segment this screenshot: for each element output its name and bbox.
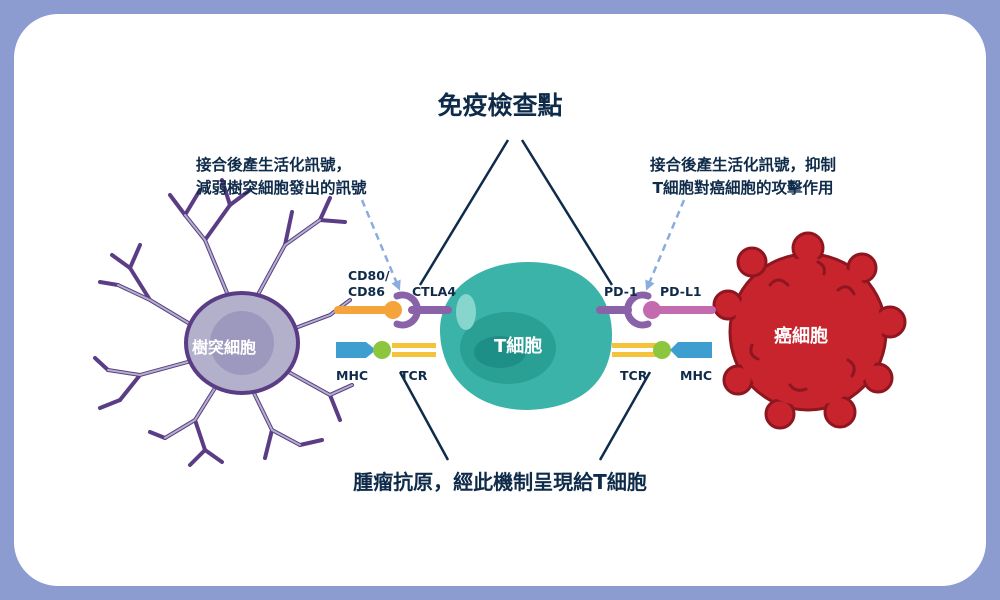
mhc-right-label: MHC <box>680 368 713 383</box>
pdl1-label: PD-L1 <box>660 284 702 299</box>
ctla4-label: CTLA4 <box>412 284 457 299</box>
left-note-line-1: 接合後產生活化訊號， <box>196 156 352 174</box>
right-receptors <box>596 291 716 359</box>
antigen-line-right <box>598 371 652 461</box>
left-note-arrow <box>360 199 401 291</box>
diagram-title: 免疫檢查點 <box>437 91 563 120</box>
antigen-note: 腫瘤抗原，經此機制呈現給T細胞 <box>353 470 647 494</box>
pd1-label: PD-1 <box>604 284 638 299</box>
antigen-line-left <box>398 371 450 461</box>
tcr-right-label: TCR <box>620 368 648 383</box>
cd86-label: CD86 <box>348 284 385 299</box>
title-line-left <box>418 139 510 286</box>
cancer-cell-label: 癌細胞 <box>774 326 828 347</box>
mhc-left-label: MHC <box>336 368 369 383</box>
dendritic-cell <box>93 178 354 467</box>
left-note-line-2: 減弱樹突細胞發出的訊號 <box>196 179 367 197</box>
cd80-label: CD80/ <box>348 268 390 283</box>
right-note-arrow <box>645 199 686 291</box>
tcr-left-label: TCR <box>400 368 428 383</box>
right-note-line-1: 接合後產生活化訊號，抑制 <box>649 156 836 174</box>
diagram-graphics <box>93 139 907 467</box>
left-note: 接合後產生活化訊號， 減弱樹突細胞發出的訊號 <box>196 154 406 200</box>
left-receptors <box>334 291 452 359</box>
right-note-line-2: T細胞對癌細胞的攻擊作用 <box>652 179 834 197</box>
dendritic-cell-label: 樹突細胞 <box>192 338 257 357</box>
cancer-cell <box>712 231 907 430</box>
t-cell <box>440 262 612 410</box>
title-line-right <box>520 139 614 286</box>
t-cell-label: T細胞 <box>494 336 543 357</box>
right-note: 接合後產生活化訊號，抑制 T細胞對癌細胞的攻擊作用 <box>618 154 868 200</box>
diagram-frame: 免疫檢查點 腫瘤抗原，經此機制呈現給T細胞 接合後產生活化訊號， 減弱樹突細胞發… <box>14 14 986 586</box>
